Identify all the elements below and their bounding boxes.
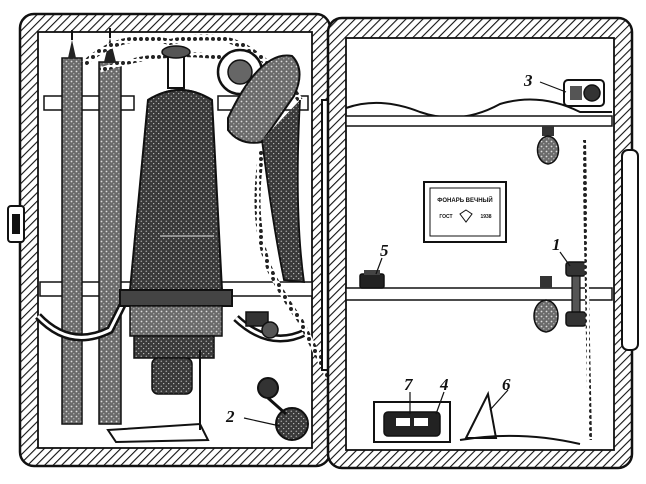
right-middle-shelf	[345, 287, 613, 301]
terminal-screw	[565, 139, 592, 441]
base-plate	[106, 350, 210, 444]
callout-5: 5	[380, 241, 389, 260]
nameplate: ФОНАРЬ ВЕЧНЫЙ ГОСТ 1938	[423, 181, 507, 243]
lamp-cylinder	[119, 45, 233, 395]
wire-clip	[563, 79, 605, 107]
hand-lamp	[216, 48, 306, 284]
right-top-shelf	[345, 115, 613, 127]
callout-labels: 1 2 3 4 5 6 7	[225, 71, 561, 426]
case-handle-right	[621, 149, 639, 351]
callout-leaders	[243, 81, 571, 427]
callout-7: 7	[404, 375, 414, 394]
nameplate-line1: ФОНАРЬ ВЕЧНЫЙ	[437, 196, 493, 204]
nameplate-emblem-icon	[459, 209, 473, 223]
spike-tool	[459, 390, 581, 445]
callout-6: 6	[502, 375, 511, 394]
nameplate-line2a: ГОСТ	[439, 214, 452, 220]
callout-2: 2	[225, 407, 235, 426]
callout-1: 1	[552, 235, 561, 254]
nameplate-line2b: 1938	[480, 214, 491, 220]
small-box	[359, 270, 385, 289]
valve-assembly	[245, 311, 309, 441]
callout-3: 3	[523, 71, 533, 90]
callout-4: 4	[439, 375, 449, 394]
spare-bulbs	[533, 126, 560, 333]
